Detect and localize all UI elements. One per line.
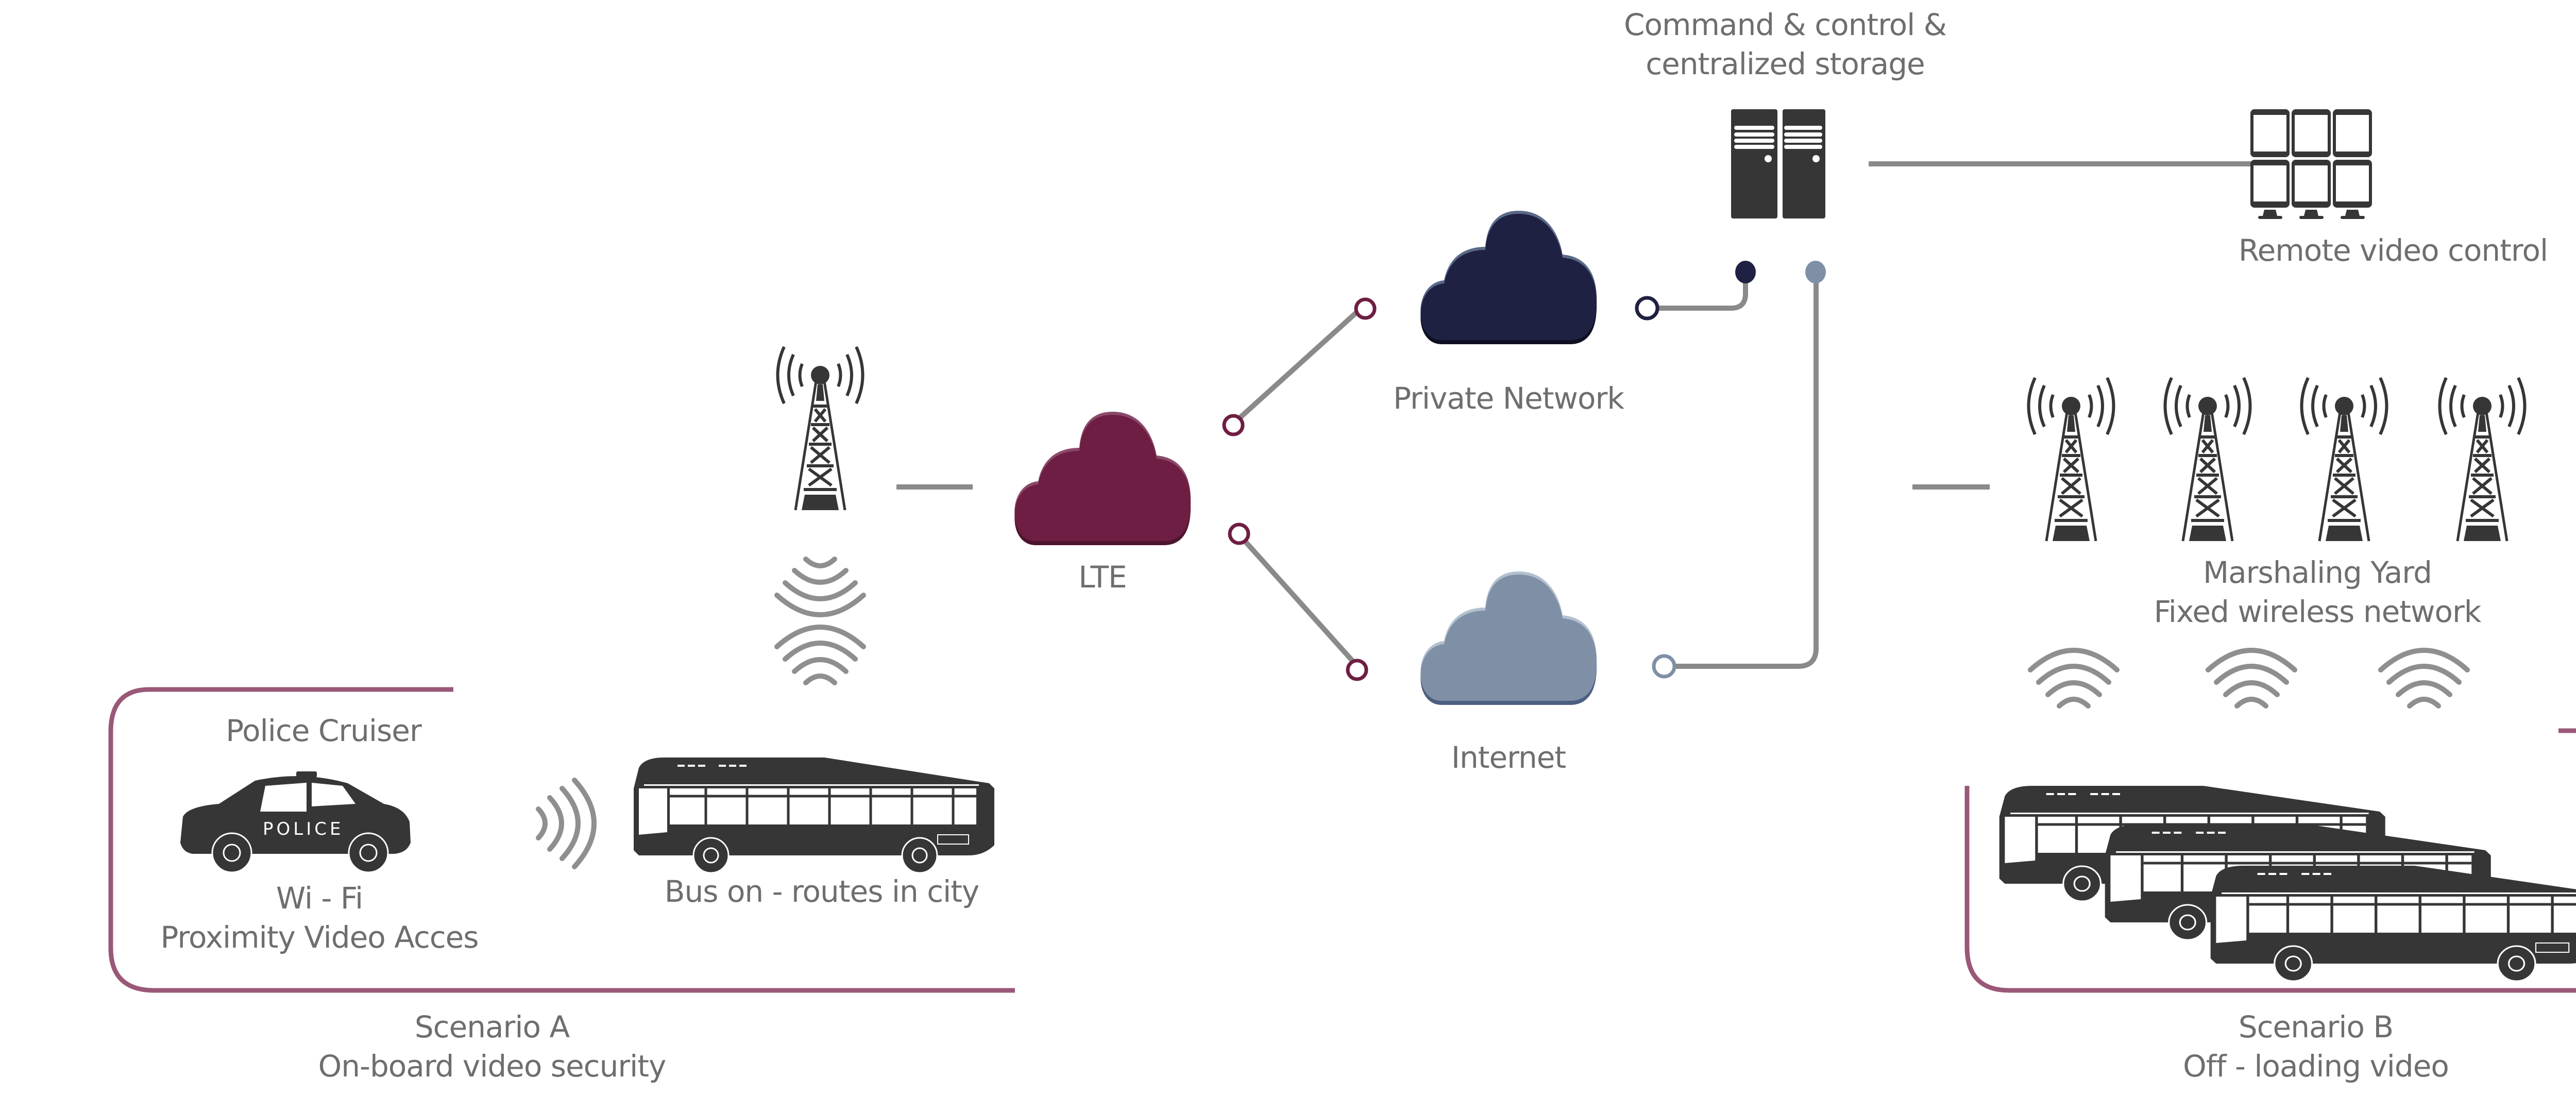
scenario-b-line2: Off - loading video <box>2183 1049 2449 1084</box>
connection-endpoints <box>1222 261 1826 681</box>
endpoint <box>1635 296 1659 321</box>
link-lte-internet <box>1240 535 1358 667</box>
police-car-text: POLICE <box>263 819 344 839</box>
internet-label: Internet <box>1451 740 1566 775</box>
scenario-a-line2: On-board video security <box>318 1049 667 1084</box>
endpoint <box>1222 414 1245 436</box>
scenario-a-frame <box>108 687 1015 993</box>
scenario-b-frame <box>1964 728 2576 993</box>
bus-icon <box>2211 866 2576 981</box>
connection-lines <box>896 161 2251 669</box>
endpoint <box>1652 654 1676 679</box>
endpoint <box>1735 261 1756 283</box>
endpoint <box>1346 659 1368 681</box>
endpoint <box>1354 297 1377 320</box>
endpoint <box>1228 523 1250 545</box>
yard-label-line2: Fixed wireless network <box>2154 594 2482 629</box>
link-lte-private <box>1236 307 1362 421</box>
scenario-a-line1: Scenario A <box>414 1009 570 1045</box>
wifi-signal-icon <box>2381 650 2467 706</box>
private-network-cloud-icon <box>1420 211 1597 344</box>
link-internet-command <box>1665 273 1819 669</box>
private-network-label: Private Network <box>1393 381 1624 416</box>
police-wifi-line1: Wi - Fi <box>276 881 363 916</box>
cell-tower-icon <box>2029 378 2114 541</box>
police-wifi-label: Wi - Fi Proximity Video Acces <box>160 879 479 957</box>
remote-video-label: Remote video control <box>2238 233 2548 268</box>
wifi-signal-icon <box>2208 650 2295 706</box>
police-wifi-line2: Proximity Video Acces <box>160 920 479 955</box>
internet-cloud-icon <box>1420 571 1597 705</box>
bus-fleet-icon <box>1999 786 2576 981</box>
wifi-signal-up-icon <box>777 627 863 683</box>
scenario-b-line1: Scenario B <box>2238 1009 2394 1045</box>
command-label: Command & control & centralized storage <box>1624 5 1947 83</box>
bus-label: Bus on - routes in city <box>664 874 980 909</box>
server-icon <box>1731 109 1825 218</box>
command-label-line2: centralized storage <box>1646 46 1925 81</box>
lte-cloud-icon <box>1014 412 1191 545</box>
yard-towers <box>2029 378 2525 541</box>
wifi-signal-right-icon <box>538 780 594 867</box>
scenario-a-label: Scenario A On-board video security <box>318 1007 667 1086</box>
cell-tower-icon <box>2165 378 2250 541</box>
link-private-command <box>1649 273 1748 311</box>
cell-tower-icon <box>2440 378 2525 541</box>
endpoint <box>1805 261 1826 283</box>
police-cruiser-label: Police Cruiser <box>226 713 422 748</box>
wifi-signal-down-icon <box>777 559 863 615</box>
yard-label: Marshaling Yard Fixed wireless network <box>2154 553 2482 631</box>
monitor-wall-icon <box>2250 109 2372 219</box>
lte-label: LTE <box>1078 560 1127 595</box>
scenario-b-label: Scenario B Off - loading video <box>2183 1007 2449 1086</box>
police-car-icon: POLICE <box>180 771 411 873</box>
bus-icon <box>634 757 994 873</box>
wifi-signal-icon <box>2030 650 2117 706</box>
yard-label-line1: Marshaling Yard <box>2203 555 2432 590</box>
command-label-line1: Command & control & <box>1624 7 1947 42</box>
cell-tower-icon <box>2302 378 2387 541</box>
lte-tower-icon <box>778 347 863 510</box>
